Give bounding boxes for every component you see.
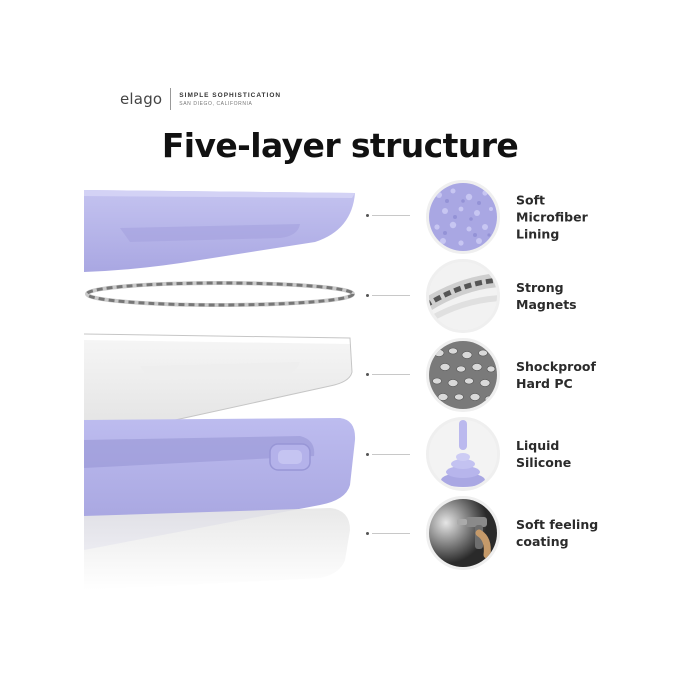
- feature-label-strong-magnets: Strong Magnets: [516, 280, 577, 312]
- connector-1: [366, 214, 410, 217]
- liquid-silicone-icon: [426, 417, 500, 491]
- feature-liquid-silicone: Liquid Silicone: [426, 417, 676, 491]
- brand-tagline: SIMPLE SOPHISTICATION: [179, 91, 282, 99]
- magnet-ring-icon: [426, 259, 500, 333]
- feature-microfiber-lining: Soft Microfiber Lining: [426, 180, 676, 254]
- connector-3: [366, 373, 410, 376]
- feature-soft-feeling-coating: Soft feeling coating: [426, 496, 676, 570]
- feature-shockproof-hard-pc: Shockproof Hard PC: [426, 338, 676, 412]
- feature-label-shockproof-hard-pc: Shockproof Hard PC: [516, 359, 596, 391]
- connector-2: [366, 294, 410, 297]
- pc-pellets-icon: [426, 338, 500, 412]
- spray-gun-icon: [426, 496, 500, 570]
- feature-label-microfiber-lining: Soft Microfiber Lining: [516, 192, 588, 242]
- connector-5: [366, 532, 410, 535]
- microfiber-texture-icon: [426, 180, 500, 254]
- brand-divider: [170, 88, 172, 110]
- brand-text: SIMPLE SOPHISTICATION SAN DIEGO, CALIFOR…: [179, 92, 281, 107]
- feature-label-liquid-silicone: Liquid Silicone: [516, 438, 572, 470]
- feature-strong-magnets: Strong Magnets: [426, 259, 676, 333]
- brand-header: elago SIMPLE SOPHISTICATION SAN DIEGO, C…: [120, 86, 281, 112]
- brand-logo: elago: [120, 90, 163, 108]
- connector-4: [366, 453, 410, 456]
- page-title: Five-layer structure: [161, 126, 519, 165]
- brand-location: SAN DIEGO, CALIFORNIA: [179, 100, 253, 107]
- feature-label-soft-feeling-coating: Soft feeling coating: [516, 517, 599, 549]
